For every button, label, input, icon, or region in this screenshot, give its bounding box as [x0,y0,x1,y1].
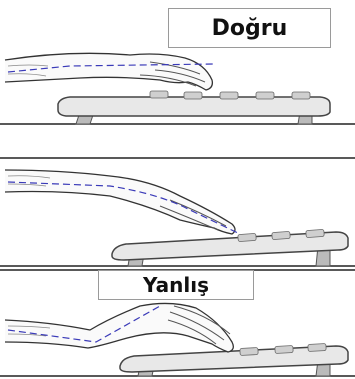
forearm-hand [5,53,212,90]
label-wrong: Yanlış [98,270,254,300]
forearm-hand [5,170,235,234]
keyboard [58,97,330,116]
forearm-hand [5,303,233,352]
label-correct: Doğru [168,8,331,48]
panel-raised-wrist: Yanlış [0,268,355,379]
panel-correct-posture: Doğru [0,0,355,130]
hand-on-keyboard-bent-wrist-icon [0,150,355,268]
panel-bent-wrist [0,150,355,268]
